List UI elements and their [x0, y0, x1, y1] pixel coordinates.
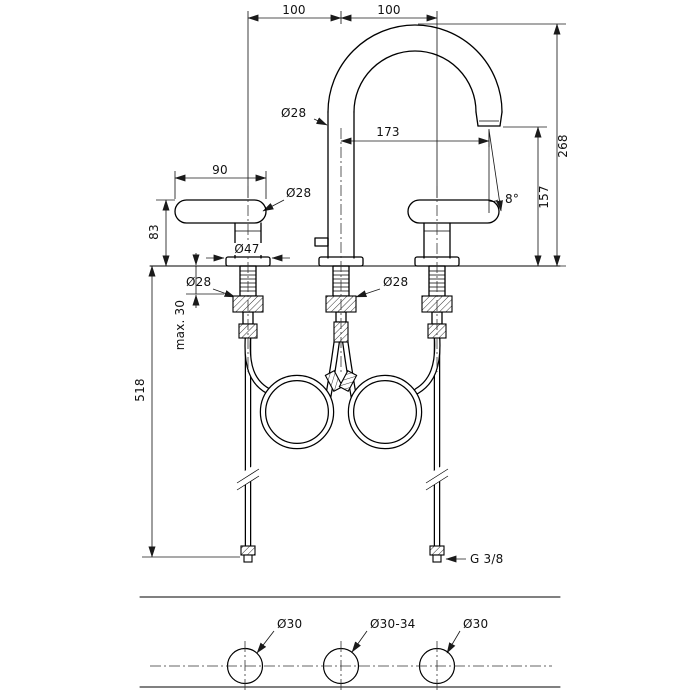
- dim-handle-dia: Ø28: [286, 186, 311, 200]
- dim-handle-length: 90: [212, 163, 228, 177]
- spout: [314, 24, 503, 259]
- dim-outlet-angle: 8°: [505, 192, 519, 206]
- supply-hoses: [236, 332, 449, 556]
- dimension-texts: 100 100 268 157 173 Ø28 8° 90 Ø28 83 Ø47…: [133, 3, 570, 631]
- label-backing: [229, 243, 266, 255]
- dim-hose-length: 518: [133, 378, 147, 402]
- hole-dia-left: Ø30: [277, 617, 302, 631]
- dim-escutcheon-dia: Ø47: [234, 242, 259, 256]
- dim-shank-dia-left: Ø28: [186, 275, 211, 289]
- break-mark-right: [425, 466, 449, 491]
- hole-layout-view: [139, 596, 561, 688]
- dim-thread: G 3/8: [470, 552, 503, 566]
- dim-reach: 173: [376, 125, 400, 139]
- dim-span-right: 100: [377, 3, 401, 17]
- water-stream-line: [488, 129, 503, 212]
- dimension-lines: [142, 11, 566, 654]
- hose-end-left: [243, 554, 253, 563]
- hose-end-nut-right: [429, 545, 445, 556]
- hole-dia-center: Ø30-34: [370, 617, 416, 631]
- threaded-shanks: [239, 265, 446, 325]
- dim-max-thickness: max. 30: [173, 300, 187, 350]
- dim-span-left: 100: [282, 3, 306, 17]
- dim-outlet-height: 157: [537, 185, 551, 209]
- dim-total-height: 268: [556, 134, 570, 158]
- hose-end-right: [432, 554, 442, 563]
- dim-shank-dia-center: Ø28: [383, 275, 408, 289]
- dim-handle-height: 83: [147, 224, 161, 240]
- hole-dia-right: Ø30: [463, 617, 488, 631]
- hose-fitting-left: [324, 369, 344, 393]
- popup-rod: [314, 237, 329, 247]
- hose-fitting-right: [338, 369, 358, 393]
- centerlines: [150, 128, 552, 691]
- hose-end-nut-left: [240, 545, 256, 556]
- break-mark-left: [236, 466, 260, 491]
- dim-spout-dia: Ø28: [281, 106, 306, 120]
- handle-right: [407, 199, 500, 259]
